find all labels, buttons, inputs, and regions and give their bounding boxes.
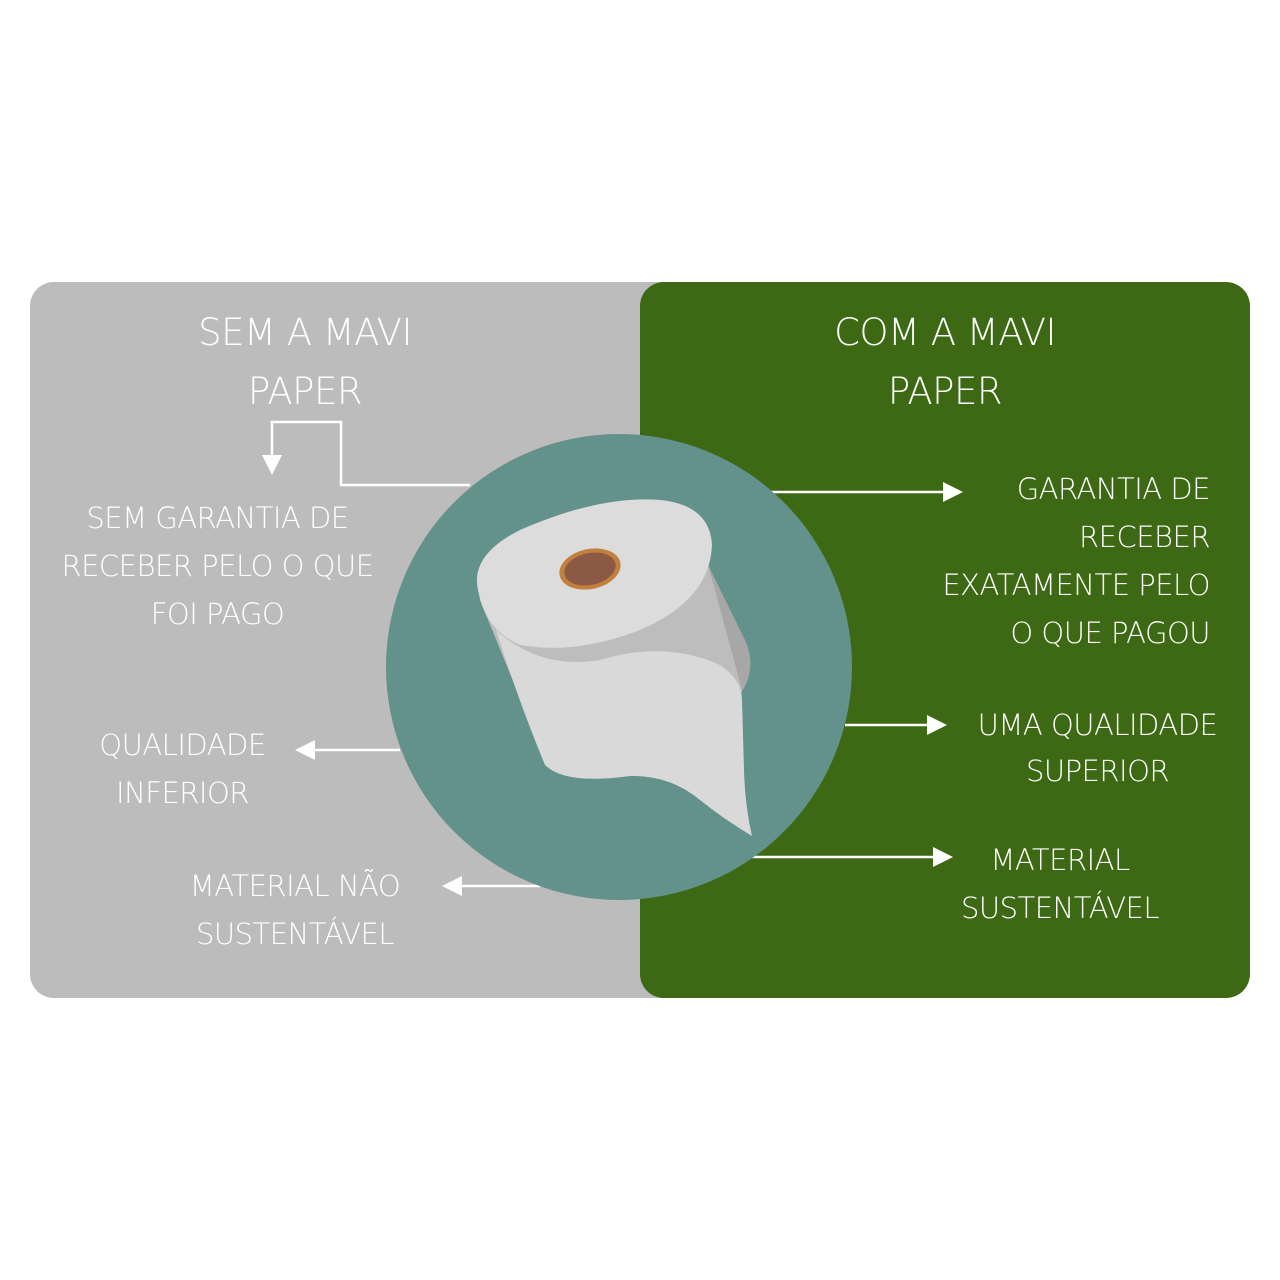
arrows — [262, 420, 963, 896]
left-item-guarantee: SEM GARANTIA DE RECEBER PELO O QUE FOI P… — [61, 501, 374, 631]
without-mavi-title: SEM A MAVI PAPER — [198, 311, 412, 413]
left-item-material: MATERIAL NÃO SUSTENTÁVEL — [189, 869, 401, 951]
right-item-material: MATERIAL SUSTENTÁVEL — [960, 843, 1160, 925]
right-item-quality: UMA QUALIDADE SUPERIOR — [977, 708, 1218, 788]
arrow-left-1 — [262, 420, 470, 487]
toilet-paper-roll-icon — [476, 499, 752, 836]
with-mavi-title: COM A MAVI PAPER — [834, 311, 1056, 413]
left-item-quality: QUALIDADE INFERIOR — [99, 728, 266, 810]
right-item-guarantee: GARANTIA DE RECEBER EXATAMENTE PELO O QU… — [942, 472, 1210, 650]
